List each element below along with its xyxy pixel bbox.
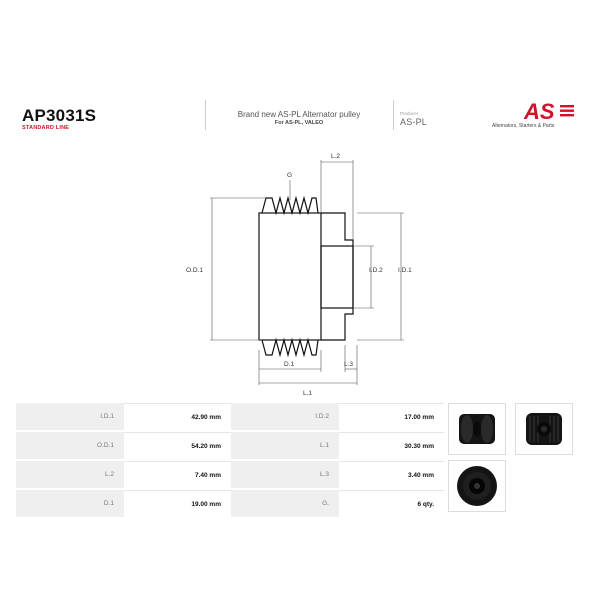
grooves-bottom	[261, 337, 319, 358]
fitment-text: For AS-PL, VALEO	[274, 120, 324, 126]
spec-value: 7.40 mm	[124, 461, 231, 488]
spec-value: 30.30 mm	[339, 432, 444, 459]
spec-label: I.D.1	[16, 403, 124, 430]
dim-label-d1: D.1	[284, 361, 295, 368]
spec-label: L.3	[231, 461, 339, 488]
spec-row: L.2 7.40 mm L.3 3.40 mm	[16, 461, 444, 490]
pulley-front-photo	[457, 466, 497, 506]
spec-label: L.2	[16, 461, 124, 488]
spec-value: 17.00 mm	[339, 403, 444, 430]
technical-drawing: L.2 G O.D.1 I.D.2 I.D.1 D.1 L.3 L.1	[186, 153, 412, 397]
grooves-top	[261, 195, 319, 216]
spec-row: D.1 19.00 mm G. 6 qty.	[16, 490, 444, 519]
dim-label-l2: L.2	[331, 153, 340, 160]
product-photo[interactable]	[515, 403, 573, 455]
spec-value: 42.90 mm	[124, 403, 231, 430]
part-code: AP3031S	[22, 106, 97, 125]
dim-label-id1: I.D.1	[398, 267, 412, 274]
spec-value: 54.20 mm	[124, 432, 231, 459]
spec-table: I.D.1 42.90 mm I.D.2 17.00 mm O.D.1 54.2…	[16, 403, 444, 519]
pulley-bore	[320, 245, 354, 309]
pulley-body	[258, 212, 322, 341]
spec-label: O.D.1	[16, 432, 124, 459]
spec-value: 3.40 mm	[339, 461, 444, 488]
spec-row: O.D.1 54.20 mm L.1 30.30 mm	[16, 432, 444, 461]
dim-label-l1: L.1	[303, 390, 312, 397]
producer-value: AS-PL	[400, 117, 428, 127]
product-photo[interactable]	[448, 403, 506, 455]
spec-label: G.	[231, 490, 339, 517]
pulley-hub	[321, 212, 354, 341]
dim-label-l3: L.3	[344, 361, 353, 368]
pulley-side-photo	[459, 414, 495, 444]
header-divider	[393, 100, 394, 130]
spec-value: 6 qty.	[339, 490, 444, 517]
dim-label-id2: I.D.2	[369, 267, 383, 274]
product-description: Brand new AS-PL Alternator pulley	[237, 110, 361, 119]
brand-tagline: Alternators, Starters & Parts	[492, 123, 555, 129]
dim-label-od1: O.D.1	[186, 267, 203, 274]
spec-label: D.1	[16, 490, 124, 517]
product-line: STANDARD LINE	[22, 125, 70, 131]
brand-logo: AS	[523, 99, 574, 123]
spec-label: I.D.2	[231, 403, 339, 430]
brand-logo-text: AS	[523, 99, 555, 123]
spec-row: I.D.1 42.90 mm I.D.2 17.00 mm	[16, 403, 444, 432]
spec-label: L.1	[231, 432, 339, 459]
pulley-angle-photo	[526, 413, 562, 445]
product-photo[interactable]	[448, 460, 506, 512]
spec-value: 19.00 mm	[124, 490, 231, 517]
dim-label-g: G	[287, 172, 292, 179]
header-divider	[205, 100, 206, 130]
producer-label: Producer	[400, 111, 419, 116]
